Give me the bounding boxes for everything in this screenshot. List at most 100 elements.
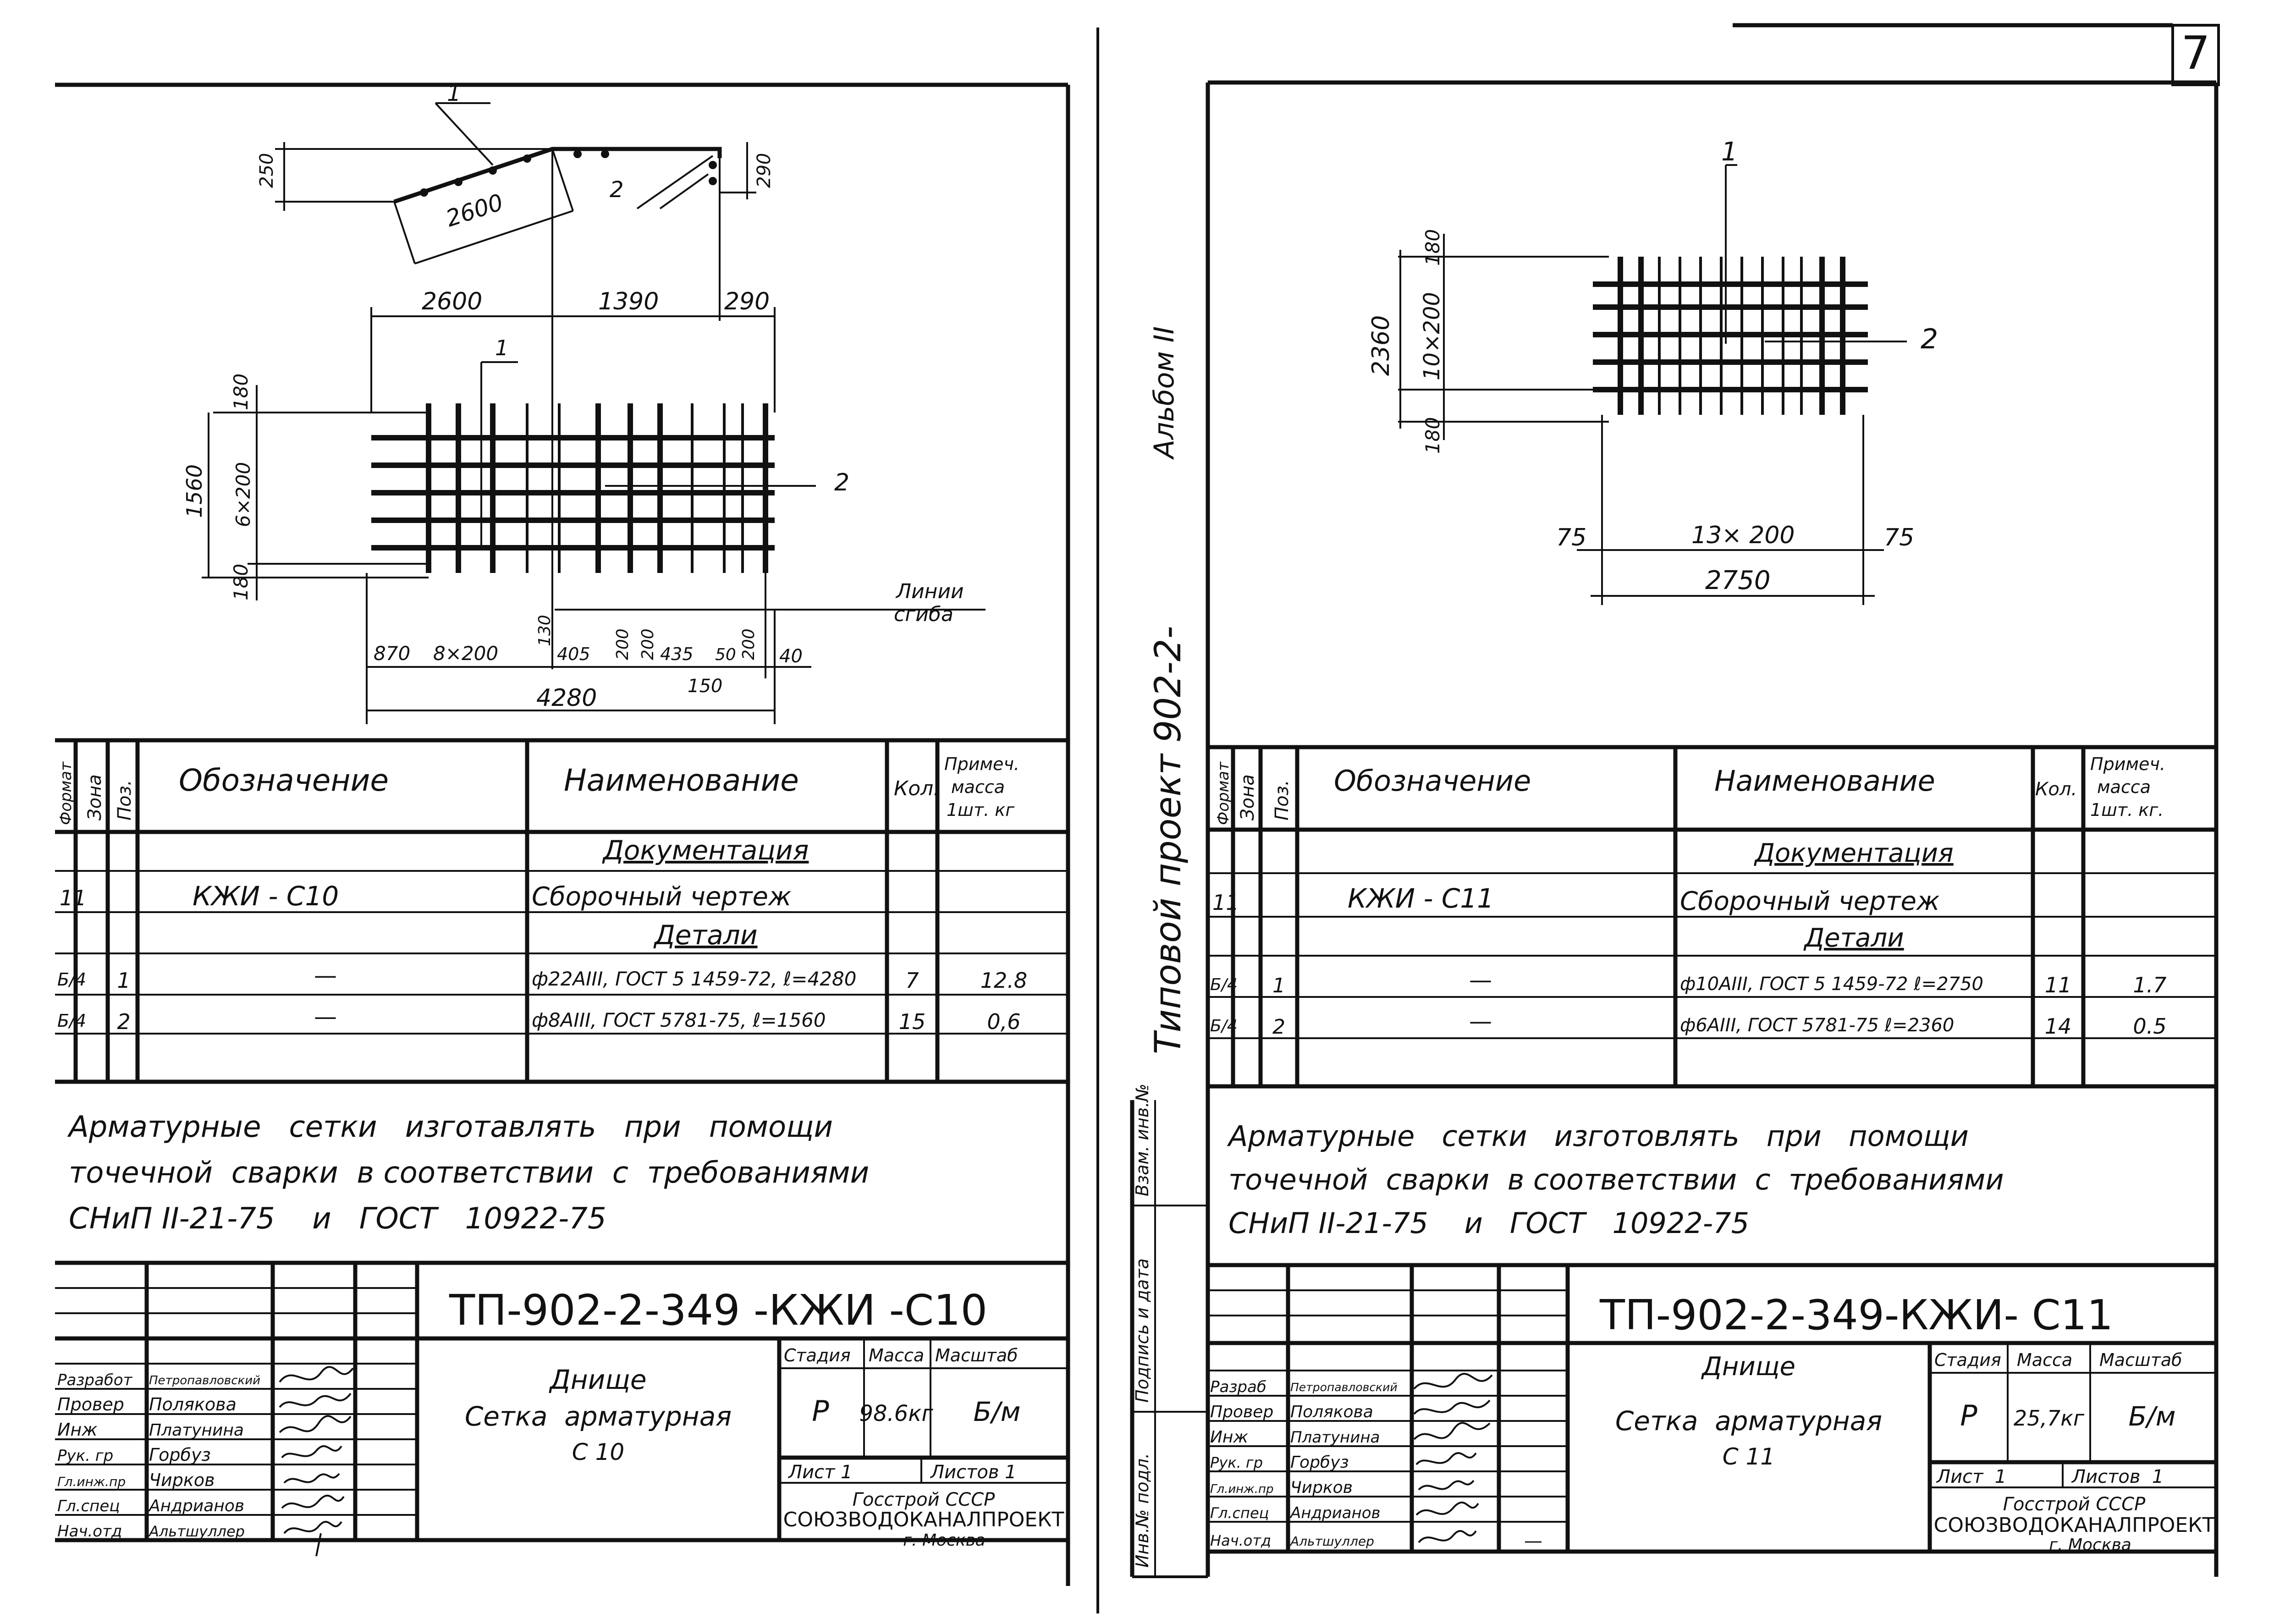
right-rebar-plan: [1398, 164, 1907, 605]
left-tb-sheet: Лист 1: [787, 1462, 853, 1483]
right-tb-mass-label: Масса: [2017, 1350, 2072, 1370]
left-tb-name-1: Петропавловский: [149, 1374, 260, 1387]
right-spec-r2-designation: —: [1469, 1008, 1492, 1035]
left-spec-r2-format: Б/4: [57, 1011, 86, 1031]
left-tb-scale-label: Масштаб: [935, 1345, 1018, 1365]
left-tb-name-7: Альтшуллер: [148, 1523, 245, 1540]
left-tb-role-5: Гл.инж.пр: [57, 1474, 126, 1489]
left-spec-r2-mass: 0,6: [987, 1009, 1020, 1034]
right-spec-r1-mass: 1.7: [2133, 973, 2166, 997]
left-tb-mass-label: Масса: [869, 1345, 924, 1365]
left-tb-sheets: Листов 1: [930, 1462, 1017, 1483]
left-title-block: ТП-902-2-349 -КЖИ -С10 Днище Сетка армат…: [55, 1261, 1068, 1557]
left-d180-bot: 180: [230, 564, 252, 600]
left-note-line3: СНиП II-21-75 и ГОСТ 10922-75: [69, 1202, 606, 1236]
right-tb-title1: Днище: [1701, 1352, 1795, 1382]
left-spec-doc-designation: КЖИ - С10: [193, 881, 339, 912]
left-spec-r2-designation: —: [314, 1003, 337, 1030]
right-tb-title3: С 11: [1723, 1443, 1775, 1470]
left-spec-r1-designation: —: [314, 962, 337, 989]
right-d2750: 2750: [1705, 566, 1771, 595]
right-tb-name-7: Альтшуллер: [1289, 1534, 1374, 1549]
right-spec-doc-designation: КЖИ - С11: [1348, 883, 1494, 914]
left-pos2-b: 2: [834, 469, 849, 496]
left-spec-table: Формат Зона Поз. Обозначение Наименовани…: [55, 738, 1068, 1084]
left-tb-title3: С 10: [572, 1439, 624, 1465]
left-spec-h-note-3: 1шт. кг: [947, 800, 1015, 820]
left-d250: 250: [256, 153, 277, 188]
right-spec-h-qty: Кол.: [2035, 779, 2077, 800]
left-spec-r2-pos: 2: [117, 1009, 130, 1034]
right-tb-name-5: Чирков: [1290, 1478, 1353, 1497]
left-rebar-plan: [202, 102, 986, 724]
right-spec-h-note-2: масса: [2097, 777, 2151, 797]
right-tb-signatures: [1413, 1373, 1493, 1543]
left-spec-h-designation: Обозначение: [179, 763, 389, 798]
left-tb-code: ТП-902-2-349 -КЖИ -С10: [449, 1286, 987, 1335]
right-tb-stage-label: Стадия: [1934, 1350, 2001, 1370]
left-spec-h-pos: Поз.: [114, 780, 135, 820]
right-spec-r1-pos: 1: [1272, 974, 1285, 997]
right-tb-sheets: Листов 1: [2071, 1466, 2164, 1487]
stamp-signature-date: Подпись и дата: [1132, 1258, 1152, 1403]
right-note: Арматурные сетки изготовлять при помощи …: [1227, 1119, 2004, 1240]
left-tb-org2: СОЮЗВОДОКАНАЛПРОЕКТ: [783, 1508, 1064, 1531]
right-note-line1: Арматурные сетки изготовлять при помощи: [1227, 1119, 1969, 1153]
right-tb-mass: 25,7кг: [2014, 1406, 2085, 1431]
left-d1560: 1560: [182, 464, 207, 518]
left-d40: 40: [779, 646, 803, 667]
right-note-line3: СНиП II-21-75 и ГОСТ 10922-75: [1228, 1206, 1749, 1240]
right-tb-role-4: Рук. гр: [1210, 1454, 1263, 1471]
side-stamp-column: Инв.№ подл. Подпись и дата Взам. инв.№: [1132, 1084, 1208, 1577]
right-tb-role-3: Инж: [1210, 1428, 1248, 1447]
left-tb-org1: Госстрой СССР: [853, 1489, 995, 1510]
right-pos2: 2: [1921, 323, 1938, 355]
right-d10x200: 10×200: [1419, 292, 1445, 380]
right-spec-r1-format: Б/4: [1210, 975, 1238, 994]
left-tb-role-1: Разработ: [57, 1371, 133, 1389]
left-spec-h-format: Формат: [57, 761, 75, 825]
right-spec-r2-qty: 14: [2045, 1014, 2072, 1039]
left-spec-doc-name: Сборочный чертеж: [532, 882, 791, 912]
left-tb-stage: Р: [812, 1394, 829, 1428]
left-pos1-b: 1: [495, 336, 508, 360]
left-note-line2: точечной сварки в соответствии с требова…: [69, 1156, 869, 1190]
page-number: 7: [2181, 26, 2210, 80]
right-tb-name-6: Андрианов: [1289, 1504, 1381, 1522]
right-spec-table: Формат Зона Поз. Обозначение Наименовани…: [1208, 745, 2216, 1089]
left-tb-name-2: Полякова: [149, 1394, 237, 1415]
left-spec-h-name: Наименование: [564, 763, 799, 798]
left-d405: 405: [557, 644, 590, 664]
right-tb-org3: г. Москва: [2049, 1536, 2131, 1554]
right-d13x200: 13× 200: [1691, 522, 1795, 549]
left-tb-scale: Б/м: [973, 1396, 1020, 1427]
right-spec-h-zone: Зона: [1237, 774, 1258, 820]
right-tb-scale-label: Масштаб: [2099, 1350, 2182, 1370]
left-d4280: 4280: [536, 684, 597, 712]
right-spec-h-designation: Обозначение: [1334, 764, 1531, 798]
left-d50: 50: [715, 645, 736, 664]
left-spec-r2-name: ф8АIII, ГОСТ 5781-75, ℓ=1560: [532, 1009, 826, 1031]
left-tb-title1: Днище: [548, 1364, 646, 1395]
left-spec-doc-format: 11: [60, 886, 87, 910]
right-spec-r2-name: ф6АIII, ГОСТ 5781-75 ℓ=2360: [1680, 1015, 1954, 1036]
right-plan-dimensions: 1 2 180 10×200 2360 180 75 13× 200 75 27…: [1367, 137, 1938, 595]
right-tb-title2: Сетка арматурная: [1615, 1405, 1882, 1437]
left-d6x200: 6×200: [232, 462, 254, 527]
stamp-vzam-inv: Взам. инв.№: [1132, 1084, 1152, 1196]
left-d200c: 200: [739, 628, 758, 660]
left-tb-role-6: Гл.спец: [57, 1497, 120, 1515]
right-tb-dash: —: [1524, 1530, 1542, 1552]
right-d2360: 2360: [1367, 315, 1395, 376]
right-tb-org2: СОЮЗВОДОКАНАЛПРОЕКТ: [1934, 1514, 2215, 1537]
left-d435: 435: [660, 644, 694, 664]
right-spec-h-name: Наименование: [1714, 764, 1935, 798]
right-tb-name-1: Петропавловский: [1290, 1381, 1398, 1394]
left-tb-role-7: Нач.отд: [57, 1522, 122, 1541]
right-tb-role-2: Провер: [1210, 1403, 1273, 1421]
right-tb-role-5: Гл.инж.пр: [1210, 1482, 1273, 1496]
right-title-block: ТП-902-2-349-КЖИ- С11 Днище Сетка армату…: [1208, 1263, 2216, 1554]
left-tb-mass: 98.6кг: [859, 1401, 933, 1426]
right-tb-name-2: Полякова: [1290, 1403, 1373, 1421]
